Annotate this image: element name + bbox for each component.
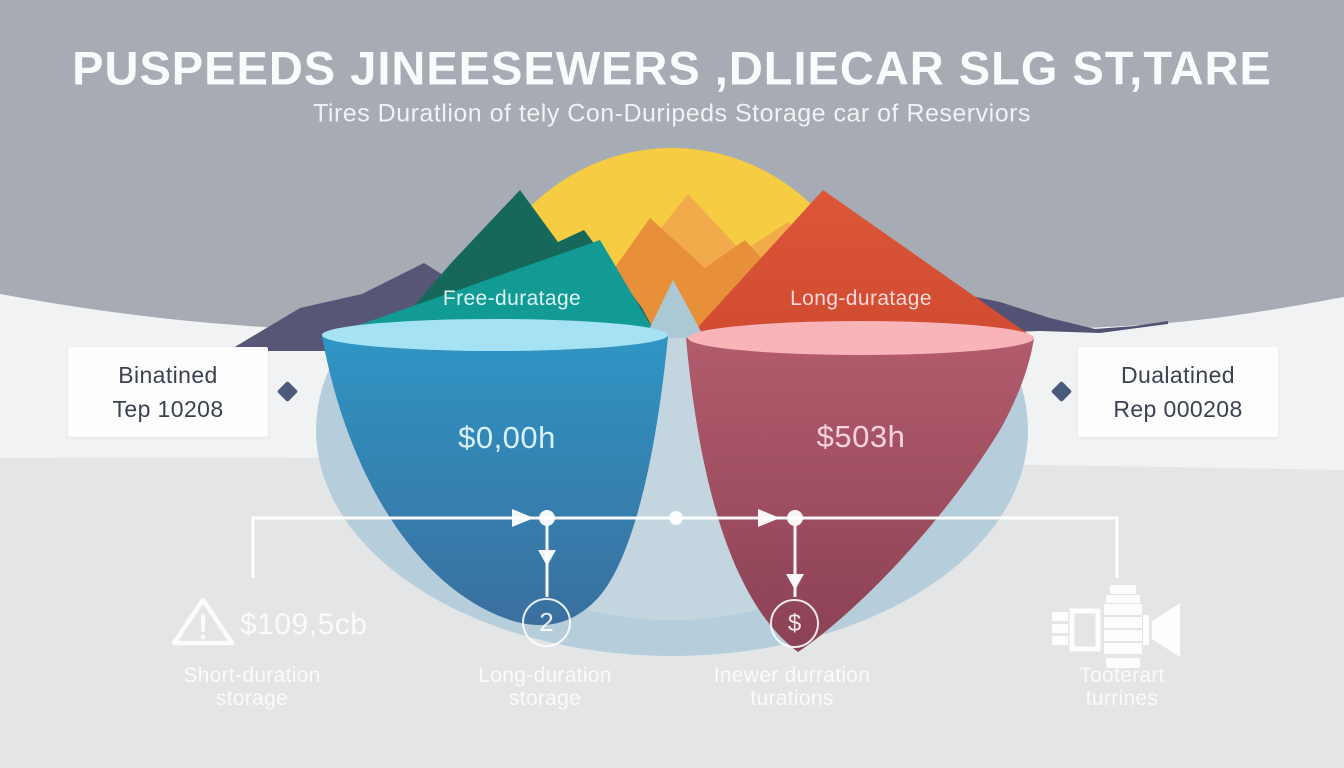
left-side-label-card: Binatined Tep 10208 xyxy=(68,347,268,437)
flow-item-4-label-line1: Tooterart xyxy=(1079,664,1165,687)
flow-arrow-right-1 xyxy=(512,509,534,527)
circle-2-icon: 2 xyxy=(522,598,571,647)
right-card-line2: Rep 000208 xyxy=(1113,395,1243,422)
flow-item-2-label-line2: storage xyxy=(508,687,582,710)
red-funnel-top xyxy=(688,190,1034,338)
right-side-label-card: Dualatined Rep 000208 xyxy=(1078,347,1278,437)
flow-item-2-label-line1: Long-duration xyxy=(478,664,612,687)
warning-triangle-icon xyxy=(171,597,235,646)
left-card-line2: Tep 10208 xyxy=(112,395,224,422)
flow-item-1-value: $109,5cb xyxy=(240,608,368,641)
right-funnel-body xyxy=(686,338,1034,652)
flow-item-2-label: Long-duration storage xyxy=(405,664,685,710)
flow-item-3-label: Inewer durration turations xyxy=(652,664,932,710)
turbine-icon xyxy=(1052,585,1180,668)
flow-item-4-label-line2: turrines xyxy=(1085,687,1159,710)
flow-item-3-label-line2: turations xyxy=(750,687,834,710)
teal-funnel-top xyxy=(322,240,658,338)
flow-node-dot xyxy=(669,511,683,525)
left-funnel-value: $0,00h xyxy=(458,420,556,455)
flow-arrow-down-1 xyxy=(538,550,556,566)
flow-item-1-label: Short-duration storage xyxy=(112,664,392,710)
right-funnel-value: $503h xyxy=(816,419,906,454)
flow-arrow-right-2 xyxy=(758,509,780,527)
flow-item-4-label: Tooterart turrines xyxy=(982,664,1262,710)
right-funnel-label: Long-duratage xyxy=(790,287,932,310)
left-funnel-rim xyxy=(322,319,668,351)
left-card-line1: Binatined xyxy=(118,361,218,388)
flow-item-1-label-line1: Short-duration xyxy=(183,664,321,687)
right-funnel-rim xyxy=(688,321,1034,355)
circle-dollar-badge: $ xyxy=(787,609,802,637)
right-card-line1: Dualatined xyxy=(1121,361,1235,388)
flow-node-dot xyxy=(787,510,803,526)
left-funnel-body xyxy=(322,336,668,626)
flow-item-3-label-line1: Inewer durration xyxy=(713,664,871,687)
main-title: PUSPEEDS JINEESEWERS ,DLIECAR SLG ST,TAR… xyxy=(72,41,1272,95)
flow-item-1-label-line2: storage xyxy=(215,687,289,710)
flow-arrow-down-2 xyxy=(786,574,804,590)
subtitle: Tires Duratlion of tely Con-Duripeds Sto… xyxy=(313,99,1031,128)
circle-2-badge: 2 xyxy=(539,607,554,637)
flow-node-dot xyxy=(539,510,555,526)
left-funnel-label: Free-duratage xyxy=(442,287,582,310)
circle-dollar-icon: $ xyxy=(770,599,819,648)
